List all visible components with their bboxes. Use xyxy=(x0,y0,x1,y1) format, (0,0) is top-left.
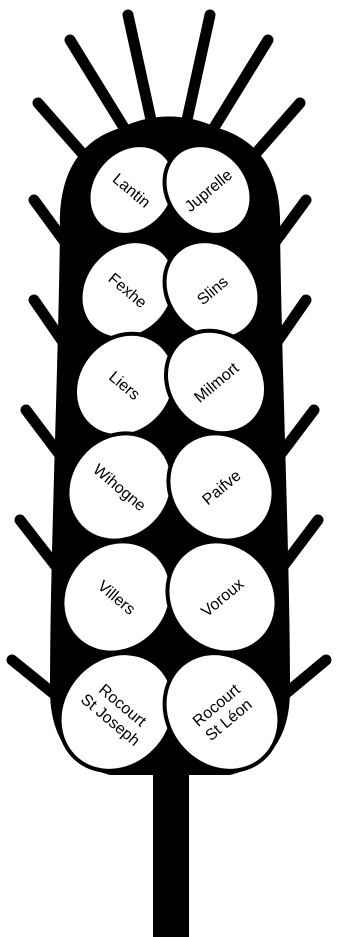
wheat-stem xyxy=(153,770,189,937)
